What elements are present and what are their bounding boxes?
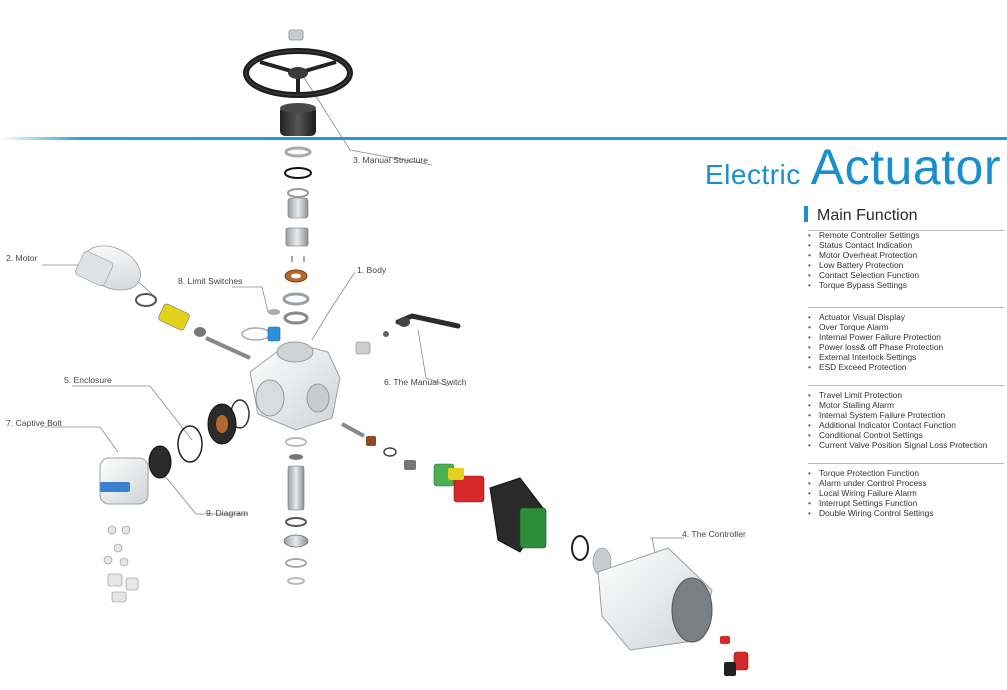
function-item: Current Valve Position Signal Loss Prote… <box>808 440 1004 451</box>
label-manual-structure: 3. Manual Structure <box>353 155 428 165</box>
function-group-3: Travel Limit Protection Motor Stalling A… <box>808 385 1004 450</box>
heading-accent-bar <box>804 206 808 222</box>
label-body: 1. Body <box>357 265 387 275</box>
function-item: Contact Selection Function <box>808 270 1004 281</box>
exploded-drawing <box>40 29 749 676</box>
function-group-1: Remote Controller Settings Status Contac… <box>808 230 1004 290</box>
page-title: Electric Actuator <box>705 138 1001 196</box>
function-item: Remote Controller Settings <box>808 230 1004 241</box>
function-item: Internal Power Failure Protection <box>808 332 1004 343</box>
label-motor: 2. Motor <box>6 253 38 263</box>
function-group-4: Torque Protection Function Alarm under C… <box>808 463 1004 519</box>
function-item: Motor Overheat Protection <box>808 250 1004 261</box>
function-item: Motor Stalling Alarm <box>808 400 1004 411</box>
function-item: Status Contact Indication <box>808 240 1004 251</box>
function-item: Local Wiring Failure Alarm <box>808 488 1004 499</box>
motor-parts <box>75 245 251 360</box>
function-item: Torque Protection Function <box>808 468 1004 479</box>
function-item: Internal System Failure Protection <box>808 410 1004 421</box>
label-diagram: 9. Diagram <box>206 508 249 518</box>
function-item: Interrupt Settings Function <box>808 498 1004 509</box>
main-function-heading: Main Function <box>804 206 918 225</box>
label-captive-bolt: 7. Captive Bolt <box>6 418 62 428</box>
lower-shaft-parts <box>283 437 309 585</box>
function-group-2: Actuator Visual Display Over Torque Alar… <box>808 307 1004 372</box>
function-item: Alarm under Control Process <box>808 478 1004 489</box>
actuator-body <box>249 341 341 431</box>
label-enclosure: 5. Enclosure <box>64 375 112 385</box>
function-item: Torque Bypass Settings <box>808 280 1004 291</box>
function-item: External Interlock Settings <box>808 352 1004 363</box>
enclosure-parts <box>99 399 250 505</box>
header-rule <box>0 137 1007 140</box>
label-controller: 4. The Controller <box>682 529 746 539</box>
function-item: ESD Exceed Protection <box>808 362 1004 373</box>
limit-switch-parts <box>241 309 281 342</box>
function-item: Actuator Visual Display <box>808 312 1004 323</box>
title-main: Actuator <box>810 139 1001 195</box>
function-item: Power loss& off Phase Protection <box>808 342 1004 353</box>
captive-bolt-parts <box>103 525 139 603</box>
function-item: Low Battery Protection <box>808 260 1004 271</box>
title-prefix: Electric <box>704 159 801 190</box>
function-item: Over Torque Alarm <box>808 322 1004 333</box>
label-manual-switch: 6. The Manual Switch <box>384 377 467 387</box>
function-item: Travel Limit Protection <box>808 390 1004 401</box>
function-item: Conditional Control Settings <box>808 430 1004 441</box>
manual-switch-parts <box>355 313 461 355</box>
function-item: Double Wiring Control Settings <box>808 508 1004 519</box>
controller-parts <box>341 422 749 676</box>
function-item: Additional Indicator Contact Function <box>808 420 1004 431</box>
label-limit-switches: 8. Limit Switches <box>178 276 243 286</box>
manual-structure-parts <box>243 29 353 325</box>
